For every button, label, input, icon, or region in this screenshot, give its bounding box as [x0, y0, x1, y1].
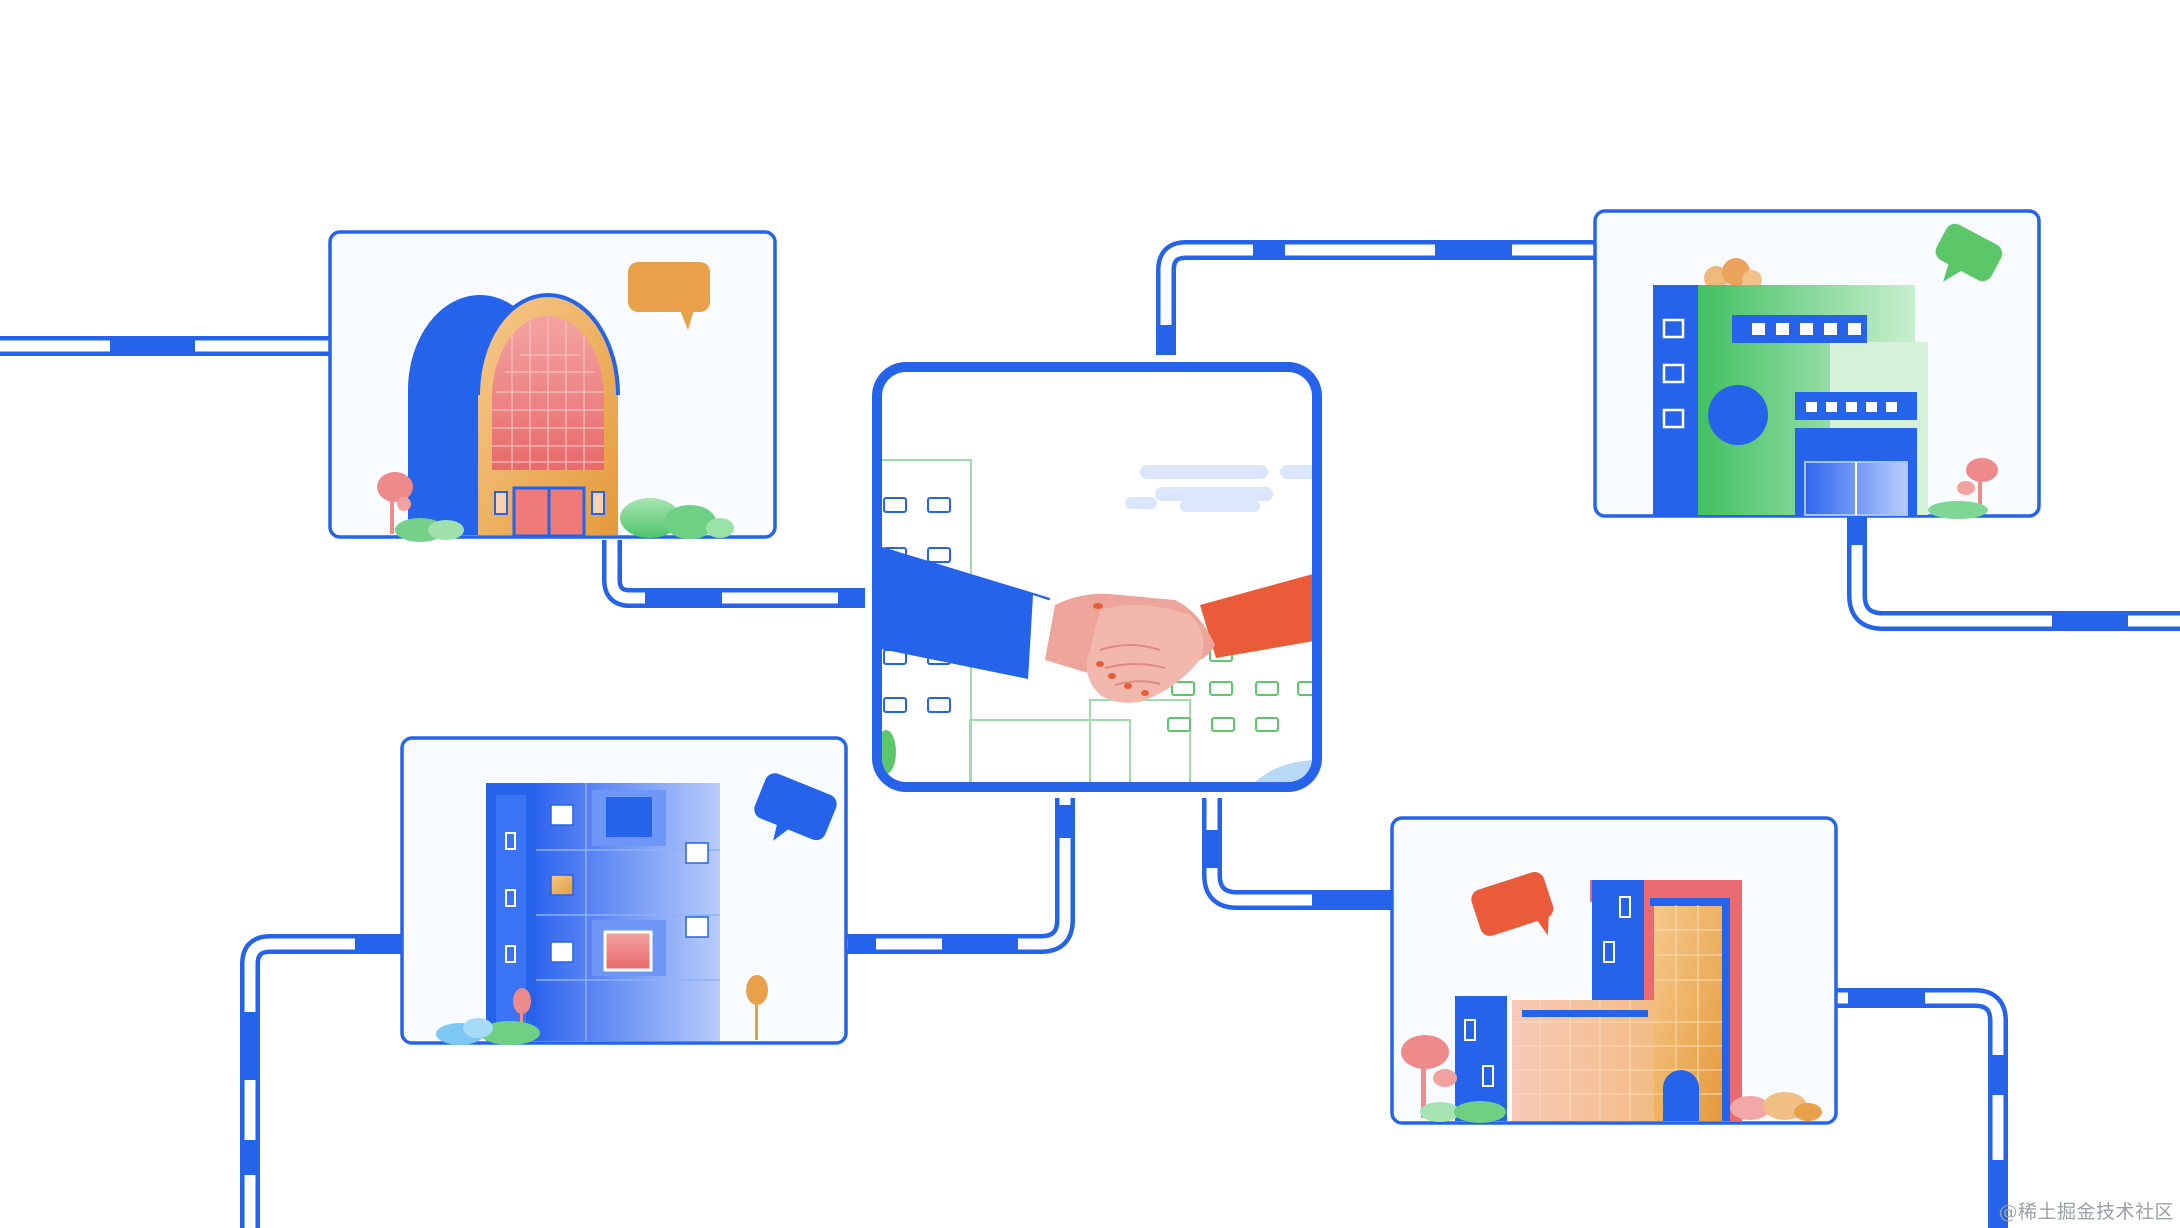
- pipe-lshape-right: [1836, 988, 2008, 1228]
- blue-tower-building-icon: [436, 773, 837, 1045]
- pipe-center-lshape: [1202, 798, 1392, 910]
- handshake-frame: [872, 362, 1322, 792]
- green-office-card: [1593, 209, 2041, 519]
- pipe-green-right: [1847, 516, 2180, 631]
- connector-pipes: [0, 240, 2180, 1228]
- green-office-building-icon: [1653, 223, 2003, 519]
- pipe-center-green: [1156, 240, 1595, 355]
- arched-building-card: [328, 230, 777, 542]
- watermark-text: @稀土掘金技术社区: [1998, 1201, 2174, 1223]
- blue-tower-card: [400, 736, 848, 1045]
- pipe-arched-center: [602, 540, 865, 608]
- handshake-icon: [882, 459, 1312, 782]
- pipe-tower-left: [240, 934, 402, 1228]
- l-shaped-building-icon: [1401, 871, 1822, 1123]
- arched-building-icon: [377, 262, 734, 542]
- l-shaped-building-card: [1390, 816, 1838, 1125]
- pipe-center-tower: [845, 798, 1075, 954]
